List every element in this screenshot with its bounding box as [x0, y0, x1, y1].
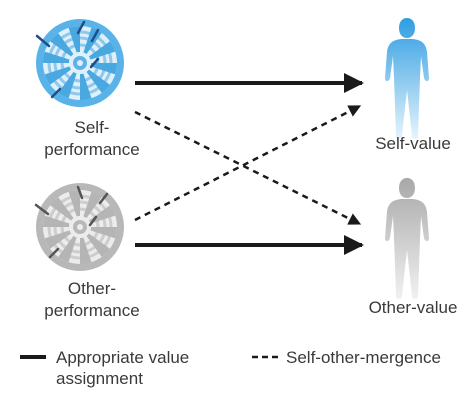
other-dartboard-icon [34, 183, 124, 271]
dartboard-ring [53, 36, 107, 90]
other-performance-line2: performance [44, 301, 140, 320]
dartboard-ring [53, 200, 107, 254]
self-performance-line1: Self- [74, 118, 110, 137]
self-performance-label: Self- performance [22, 117, 162, 161]
other-value-label: Other-value [368, 298, 458, 317]
self-value-label: Self-value [375, 134, 451, 153]
other-performance-line1: Other- [67, 279, 117, 298]
dartboard-ring [60, 207, 100, 247]
dartboard-ring [47, 30, 113, 96]
other-performance-label: Other- performance [22, 278, 162, 322]
legend-dashed-label: Self-other-mergence [286, 348, 441, 367]
legend-solid-line1: Appropriate value [56, 348, 190, 367]
self-performance-line2: performance [44, 140, 140, 159]
self-person-icon [385, 18, 429, 139]
dashed-arrow-other-to-self-value [134, 104, 362, 222]
legend-solid-label: Appropriate value assignment [56, 347, 189, 389]
other-person-icon [385, 178, 429, 299]
legend-solid-line2: assignment [56, 369, 143, 388]
self-dartboard-icon [35, 19, 124, 107]
dashed-arrow-self-to-other-value [134, 110, 362, 226]
dartboard-ring [60, 43, 100, 83]
